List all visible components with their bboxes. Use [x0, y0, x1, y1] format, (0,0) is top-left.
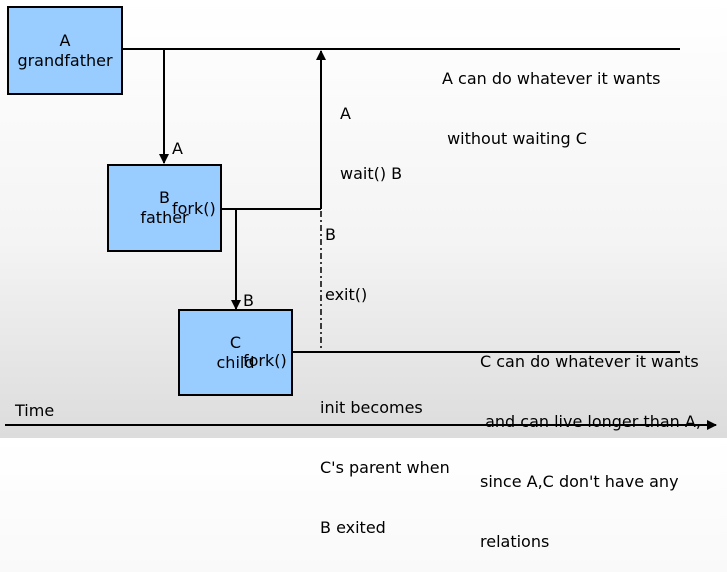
time-axis-label: Time — [15, 401, 55, 420]
diagram-lines — [5, 48, 717, 430]
b-fork-label-line1: B — [243, 291, 254, 310]
init-note-line1: init becomes — [320, 398, 423, 417]
init-note-line3: B exited — [320, 518, 386, 537]
c-free-note-line4: relations — [480, 532, 550, 551]
node-a-role: grandfather — [17, 50, 113, 70]
b-fork-label-line2: fork() — [243, 351, 287, 370]
a-wait-label: A wait() B — [340, 64, 402, 204]
b-exit-label-line2: exit() — [325, 285, 368, 304]
node-b-letter: B — [159, 188, 170, 207]
node-a-letter: A — [59, 30, 71, 50]
b-fork-label: B fork() — [243, 251, 287, 391]
c-free-note: C can do whatever it wants and can live … — [480, 312, 701, 572]
init-note: init becomes C's parent when B exited — [320, 358, 450, 558]
node-c-role: child — [216, 352, 255, 372]
a-fork-label-line1: A — [172, 139, 183, 158]
a-free-note-line2: without waiting C — [442, 129, 587, 148]
b-exit-label: B exit() — [325, 185, 367, 325]
node-a-grandfather: A grandfather — [7, 6, 123, 95]
node-c-child: C child — [178, 309, 293, 396]
node-b-role: father — [140, 208, 189, 227]
a-wait-label-line1: A — [340, 104, 351, 123]
init-note-line2: C's parent when — [320, 458, 450, 477]
node-c-letter: C — [229, 332, 242, 352]
a-free-note: A can do whatever it wants without waiti… — [442, 29, 660, 169]
a-wait-label-line2: wait() B — [340, 164, 403, 183]
c-free-note-line1: C can do whatever it wants — [480, 352, 699, 371]
a-fork-label-line2: fork() — [172, 199, 216, 218]
b-exit-label-line1: B — [325, 225, 336, 244]
c-free-note-line2: and can live longer than A, — [480, 412, 701, 431]
a-fork-label: A fork() — [172, 99, 216, 239]
a-free-note-line1: A can do whatever it wants — [442, 69, 661, 88]
c-free-note-line3: since A,C don't have any — [480, 472, 679, 491]
node-b-father: B father — [107, 164, 222, 252]
